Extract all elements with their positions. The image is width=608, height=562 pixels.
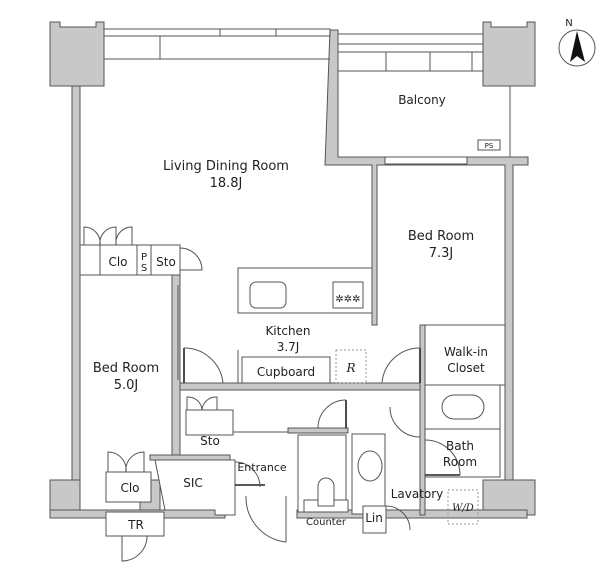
kitchen-sink-icon xyxy=(249,281,287,309)
bedroom-east-name: Bed Room xyxy=(408,229,474,244)
bath-label-1: Bath xyxy=(446,439,474,453)
counter-label: Counter xyxy=(306,517,347,528)
walkin-label-1: Walk-in xyxy=(444,345,488,359)
north-label: N xyxy=(565,18,572,29)
ps-label-p: P xyxy=(141,252,147,263)
stove-icon xyxy=(332,281,364,309)
upper-storage-row: Clo P S Sto xyxy=(79,226,203,276)
bedroom-west-name: Bed Room xyxy=(93,361,159,376)
hall-storage-label: Sto xyxy=(200,434,220,448)
walk-in-and-bath xyxy=(389,324,506,478)
ps-balcony-label: PS xyxy=(485,142,494,150)
bathtub-icon xyxy=(441,394,485,420)
walkin-label-2: Closet xyxy=(447,361,485,375)
washer-dryer-label: W/D xyxy=(452,503,474,514)
closet-lower-label: Clo xyxy=(120,481,139,495)
toilet-icon xyxy=(317,477,335,507)
kitchen-name: Kitchen xyxy=(265,324,310,338)
entrance-label: Entrance xyxy=(237,461,287,474)
closet-label: Clo xyxy=(108,255,127,269)
trunk-room-label: TR xyxy=(127,518,144,532)
wash-basin-icon xyxy=(357,450,383,482)
kitchen-fixtures: ✲✲✲ xyxy=(177,267,421,384)
living-window xyxy=(103,28,331,60)
lavatory-label: Lavatory xyxy=(391,487,444,501)
living-room-size: 18.8J xyxy=(210,176,243,191)
linen-label: Lin xyxy=(365,511,383,525)
storage-label: Sto xyxy=(156,255,176,269)
balcony-sliding-door[interactable] xyxy=(384,156,468,165)
bedroom-east-size: 7.3J xyxy=(429,246,454,261)
cupboard-label: Cupboard xyxy=(257,365,315,379)
refrigerator-label: R xyxy=(345,361,355,375)
bedroom-west-size: 5.0J xyxy=(114,378,139,393)
wet-areas xyxy=(105,139,501,562)
north-compass-icon: N xyxy=(558,18,596,67)
sic-label: SIC xyxy=(183,476,203,490)
kitchen-size: 3.7J xyxy=(277,340,300,354)
living-room-name: Living Dining Room xyxy=(163,159,289,174)
burner-icon: ✲✲✲ xyxy=(335,294,360,305)
bath-label-2: Room xyxy=(443,455,477,469)
ps-label-s: S xyxy=(141,263,147,274)
balcony-railing xyxy=(337,33,511,165)
balcony-label: Balcony xyxy=(398,93,446,107)
